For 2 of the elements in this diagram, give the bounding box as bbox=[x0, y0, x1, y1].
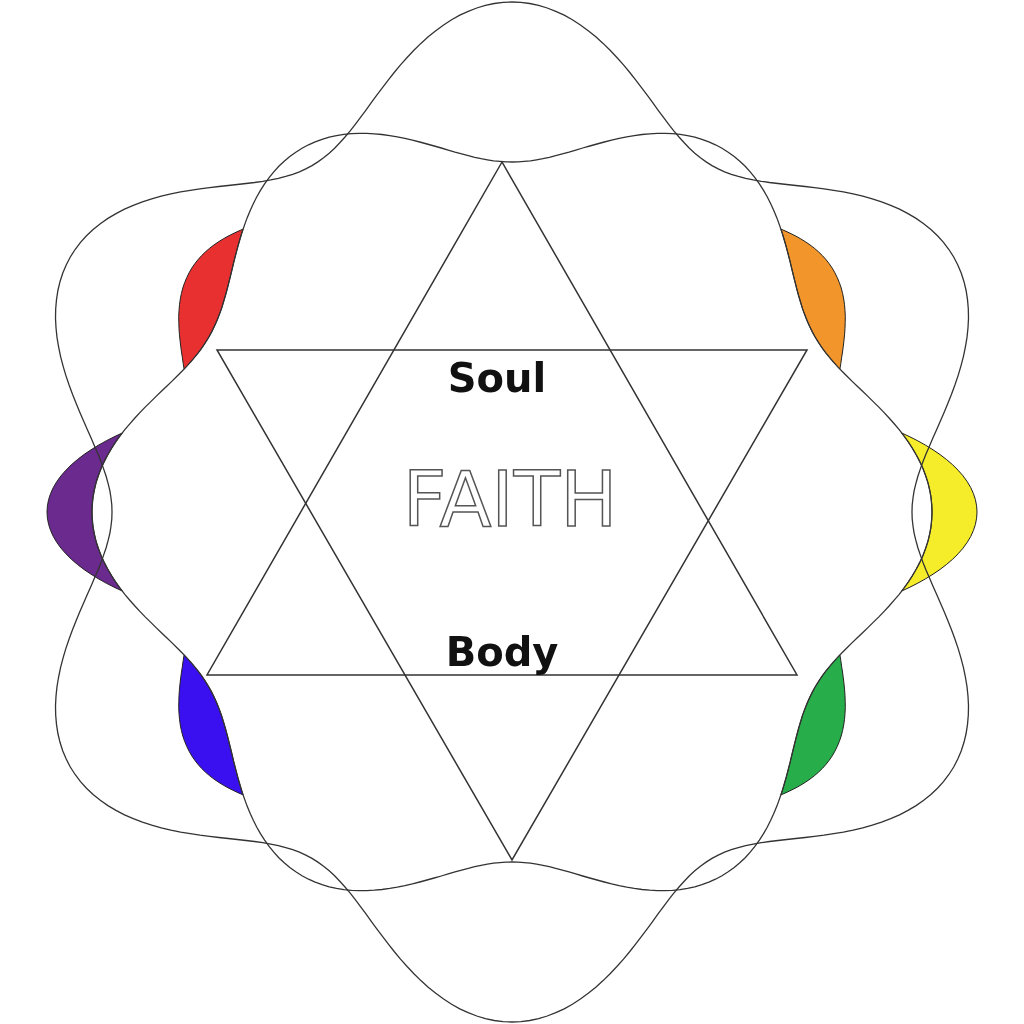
star-label: Soul bbox=[447, 358, 547, 398]
star-title: FAITH bbox=[402, 462, 618, 538]
